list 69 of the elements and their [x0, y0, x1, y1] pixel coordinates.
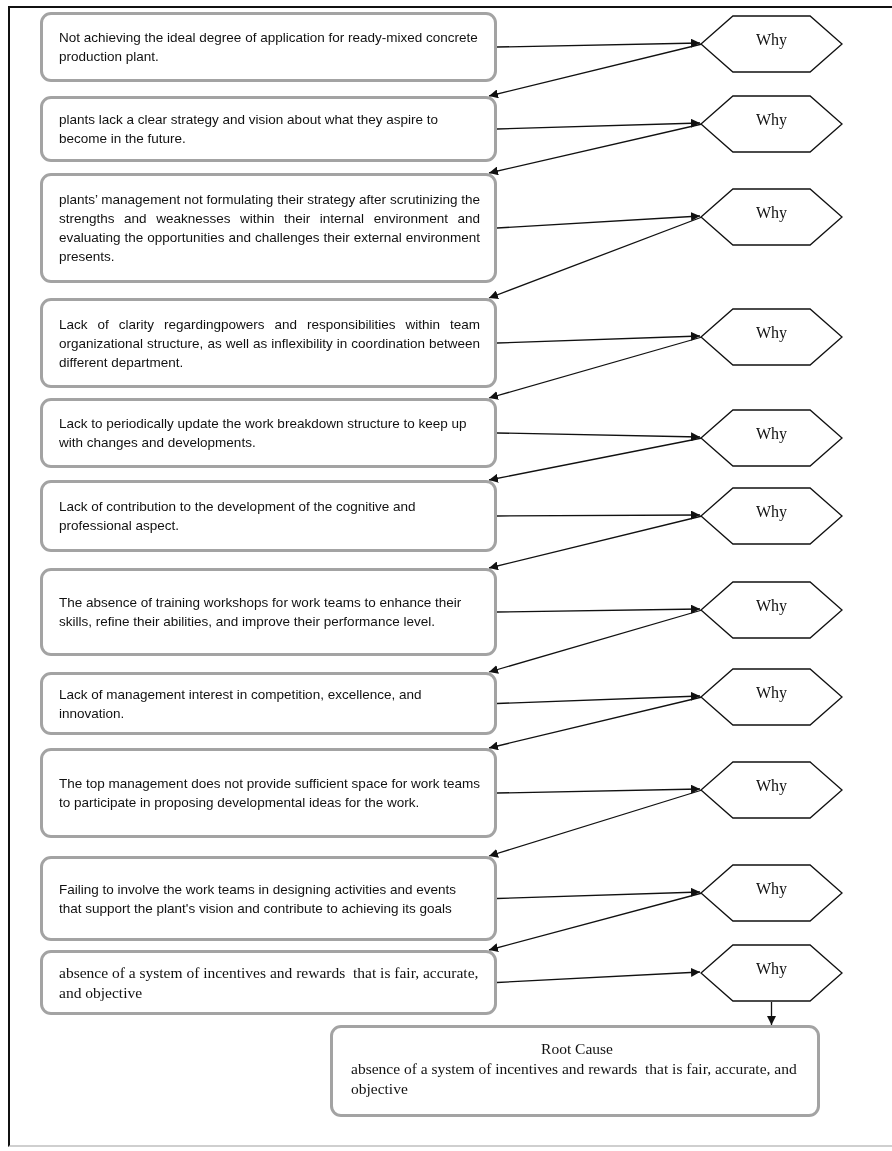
cause-text: Lack of management interest in competition, excellence, and innovation. [59, 685, 423, 723]
arrow [488, 336, 703, 400]
cause-text: Lack of clarity regardingpowers and responsibilities within team organizational structure, as well as inflexibility in coordination between different department. [59, 315, 480, 372]
why-hexagon [700, 409, 843, 467]
cause-box [40, 173, 497, 283]
cause-text: plants’ management not formulating their strategy after scrutinizing the strengths and weaknesses within their internal environment and evaluating the opportunities and challenges their external environment presents. [59, 191, 480, 266]
arrow [488, 892, 703, 952]
arrow [488, 515, 703, 571]
cause-text: plants lack a clear strategy and vision about what they aspire to become in the future. [59, 111, 439, 148]
why-label: Why [755, 960, 788, 978]
arrow [488, 43, 703, 99]
arrow [496, 691, 701, 705]
arrow [767, 1001, 776, 1026]
why-label: Why [755, 111, 788, 129]
why-hexagon [700, 761, 843, 819]
root-cause-box [330, 1025, 820, 1117]
why-label: Why [755, 324, 788, 342]
arrow [496, 784, 701, 794]
root-cause-heading: Root Cause [540, 1039, 614, 1059]
cause-box [40, 748, 497, 838]
arrow [488, 696, 703, 751]
cause-box [40, 398, 497, 468]
cause-text: The top management does not provide sufficient space for work teams to participate in proposing developmental ideas for the work. [59, 775, 480, 812]
arrow [496, 432, 701, 442]
cause-text: Failing to involve the work teams in designing activities and events that support the plant's vision and contribute to achieving its goals [59, 880, 457, 918]
cause-text: Lack of contribution to the development of the cognitive and professional aspect. [59, 498, 417, 535]
cause-text: Lack to periodically update the work breakdown structure to keep up with changes and developments. [59, 415, 468, 452]
arrow [488, 216, 703, 299]
why-hexagon [700, 95, 843, 153]
why-hexagon [700, 581, 843, 639]
arrow [496, 38, 701, 48]
cause-text: absence of a system of incentives and rewards that is fair, accurate, and objective [59, 962, 480, 1003]
arrow [496, 331, 701, 344]
cause-box [40, 856, 497, 941]
why-hexagon [700, 15, 843, 73]
arrow [488, 609, 703, 674]
why-label: Why [755, 31, 788, 49]
arrow [488, 437, 703, 483]
why-label: Why [755, 204, 788, 222]
cause-box [40, 480, 497, 552]
cause-text: The absence of training workshops for work teams to enhance their skills, refine their abilities, and improve their performance level. [59, 594, 463, 631]
arrow [496, 887, 701, 900]
why-hexagon [700, 487, 843, 545]
why-label: Why [755, 684, 788, 702]
why-label: Why [755, 880, 788, 898]
why-label: Why [755, 425, 788, 443]
arrow [488, 123, 703, 176]
cause-box [40, 672, 497, 735]
cause-box [40, 950, 497, 1015]
why-label: Why [755, 597, 788, 615]
arrow [496, 212, 701, 229]
why-hexagon [700, 864, 843, 922]
why-hexagon [700, 188, 843, 246]
arrow [496, 604, 701, 614]
cause-box [40, 568, 497, 656]
why-label: Why [755, 777, 788, 795]
cause-box [40, 12, 497, 82]
why-hexagon [700, 668, 843, 726]
cause-box [40, 298, 497, 388]
why-hexagon [700, 308, 843, 366]
cause-box [40, 96, 497, 162]
arrow [488, 789, 703, 858]
why-hexagon [700, 944, 843, 1002]
root-cause-text: absence of a system of incentives and rewards that is fair, accurate, and objective [351, 1059, 798, 1099]
why-label: Why [755, 503, 788, 521]
cause-text: Not achieving the ideal degree of application for ready-mixed concrete production plant. [59, 29, 479, 66]
arrow [496, 510, 701, 520]
arrow [496, 118, 701, 130]
arrow [496, 967, 701, 984]
